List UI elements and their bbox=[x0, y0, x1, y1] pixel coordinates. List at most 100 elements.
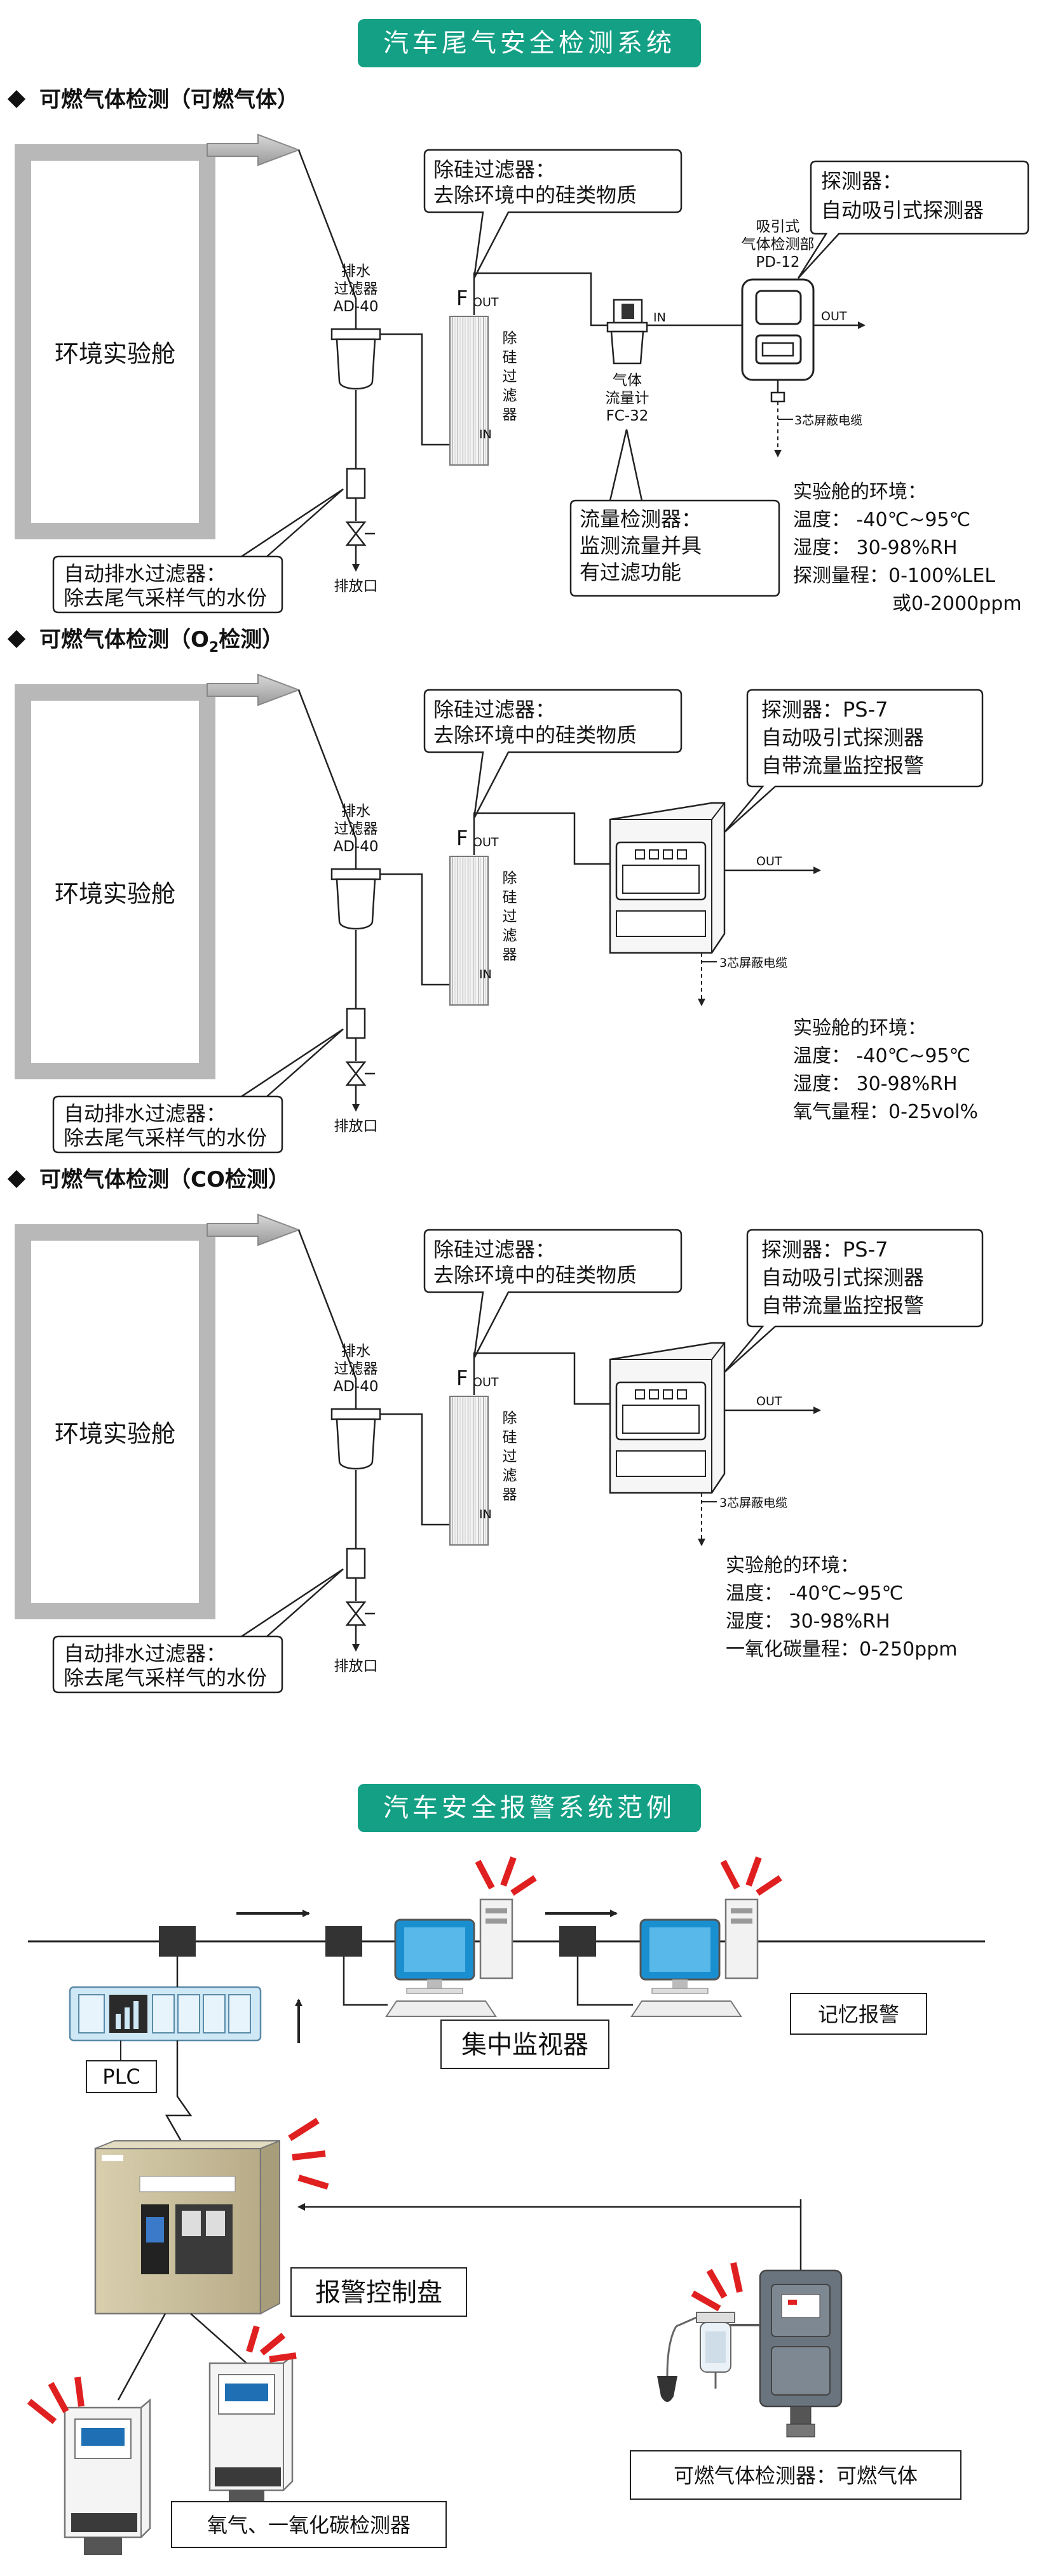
drain-filter-label-3: AD-40 bbox=[333, 299, 378, 315]
ps7-detector-icon bbox=[609, 802, 726, 954]
detector-callout-line-3: 自带流量监控报警 bbox=[761, 753, 924, 778]
si-filter-name-4: 滤 bbox=[503, 388, 517, 404]
si-filter: F OUT IN 除 硅 过 滤 器 bbox=[449, 286, 517, 466]
cable-label: 3芯屏蔽电缆 bbox=[719, 1496, 787, 1510]
si-filter-callout bbox=[423, 149, 683, 279]
drain-callout-line-2: 除去尾气采样气的水份 bbox=[64, 1126, 267, 1150]
network-node bbox=[325, 1926, 362, 1957]
chamber-label: 环境实验舱 bbox=[55, 340, 175, 368]
flow-callout bbox=[569, 429, 780, 597]
sample-pipe bbox=[297, 689, 357, 870]
network-node bbox=[559, 1926, 596, 1957]
detector-callout bbox=[724, 1229, 984, 1373]
detector-callout bbox=[724, 689, 984, 833]
flow-callout-line-1: 流量检测器： bbox=[580, 507, 702, 531]
env-line-3: 湿度： 30-98%RH bbox=[793, 1073, 958, 1095]
si-filter: F OUT IN 除 硅 过 滤 器 bbox=[449, 826, 517, 1006]
drain-valve-icon bbox=[345, 1061, 375, 1086]
section-o2: 可燃气体检测（O2检测） 环境实验舱 排水 过滤器 AD-40 排放口 自动排水… bbox=[7, 627, 984, 1154]
si-filter-name-3: 过 bbox=[503, 368, 517, 385]
alert-rays-icon bbox=[288, 2117, 329, 2190]
si-filter-name-2: 硅 bbox=[503, 349, 517, 366]
drain-outlet-label: 排放口 bbox=[334, 1658, 378, 1675]
env-line-4: 氧气量程：0-25vol% bbox=[793, 1101, 978, 1123]
plc-label-box bbox=[86, 2060, 157, 2093]
bottom-banner: 汽车安全报警系统范例 bbox=[358, 1784, 701, 1832]
drain-trap bbox=[346, 1008, 366, 1039]
flowmeter-icon bbox=[606, 299, 648, 365]
co-detector-unit-icon bbox=[208, 2354, 294, 2507]
detector-callout-line-2: 自动吸引式探测器 bbox=[821, 198, 984, 222]
bottom-banner-bg bbox=[358, 1784, 701, 1832]
drain-valve-icon bbox=[345, 1601, 375, 1626]
pipe-to-detector bbox=[473, 1352, 610, 1405]
control-panel-box bbox=[290, 2267, 467, 2317]
central-monitor-box bbox=[440, 2020, 609, 2069]
alarm-control-panel-icon bbox=[94, 2140, 280, 2315]
si-filter-name-3: 过 bbox=[503, 1448, 517, 1465]
si-filter-name-4: 滤 bbox=[503, 1467, 517, 1484]
chamber-label: 环境实验舱 bbox=[55, 1420, 175, 1448]
drain-callout-line-1: 自动排水过滤器： bbox=[64, 1642, 226, 1666]
chamber-label: 环境实验舱 bbox=[55, 880, 175, 908]
memory-alarm-link bbox=[576, 1957, 633, 2006]
memory-alarm-box bbox=[790, 1993, 927, 2035]
detector-callout-line-1: 探测器：PS-7 bbox=[761, 1237, 888, 1262]
plc-to-panel-link bbox=[165, 2040, 193, 2143]
combustible-detector-box bbox=[630, 2450, 961, 2500]
section-title: 可燃气体检测（CO检测） bbox=[39, 1167, 290, 1192]
exhaust-arrow-icon bbox=[207, 1213, 301, 1246]
env-line-3: 湿度： 30-98%RH bbox=[793, 537, 958, 559]
drain-filter-ad40: 排水 过滤器 AD-40 bbox=[330, 263, 381, 390]
alert-rays-icon bbox=[246, 2325, 297, 2363]
detector-callout-line-2: 自动吸引式探测器 bbox=[761, 1265, 924, 1290]
alert-rays-icon bbox=[691, 2262, 743, 2312]
bottom-banner-title: 汽车安全报警系统范例 bbox=[383, 1793, 676, 1823]
env-line-2: 温度： -40℃~95℃ bbox=[726, 1582, 903, 1605]
drain-filter-label-2: 过滤器 bbox=[334, 1361, 378, 1377]
alert-rays-icon bbox=[720, 1856, 782, 1896]
detector-callout-line-1: 探测器：PS-7 bbox=[761, 698, 888, 722]
si-callout-line-2: 去除环境中的硅类物质 bbox=[433, 183, 637, 207]
si-filter-name-1: 除 bbox=[503, 330, 517, 347]
si-filter-in: IN bbox=[479, 968, 492, 981]
plc-label: PLC bbox=[102, 2065, 140, 2089]
drain-valve-icon bbox=[345, 521, 375, 546]
drain-callout bbox=[52, 1028, 344, 1154]
drain-filter-label-3: AD-40 bbox=[333, 839, 378, 855]
test-chamber bbox=[15, 684, 215, 1079]
central-monitor-pc-icon bbox=[385, 1898, 513, 2017]
drain-filter-label-1: 排水 bbox=[341, 1343, 370, 1359]
drain-callout bbox=[52, 488, 344, 614]
co-detector-link bbox=[190, 2313, 247, 2364]
si-callout-line-1: 除硅过滤器： bbox=[433, 1237, 555, 1262]
env-line-4: 探测量程：0-100%LEL bbox=[793, 565, 995, 587]
si-filter-name-2: 硅 bbox=[503, 1429, 517, 1446]
drain-callout-line-2: 除去尾气采样气的水份 bbox=[64, 586, 267, 610]
si-filter-name-1: 除 bbox=[503, 1410, 517, 1427]
detector-label-1: 吸引式 bbox=[756, 219, 800, 235]
memory-alarm-label: 记忆报警 bbox=[818, 2002, 899, 2026]
drain-trap bbox=[346, 468, 366, 499]
top-banner-bg bbox=[358, 19, 701, 67]
si-filter-name-5: 器 bbox=[503, 947, 517, 963]
si-filter-name-5: 器 bbox=[503, 407, 517, 423]
si-filter-in: IN bbox=[479, 428, 492, 442]
si-filter-name-1: 除 bbox=[503, 870, 517, 887]
o2-detector-link bbox=[117, 2313, 166, 2401]
cable-label: 3芯屏蔽电缆 bbox=[719, 956, 787, 970]
si-filter-f: F bbox=[456, 286, 468, 310]
pipe-to-si-filter bbox=[380, 333, 450, 446]
detector-callout-line-3: 自带流量监控报警 bbox=[761, 1293, 924, 1318]
si-callout-line-1: 除硅过滤器： bbox=[433, 698, 555, 722]
test-chamber bbox=[15, 1224, 215, 1619]
section-bullet bbox=[7, 1170, 26, 1189]
si-filter-name-5: 器 bbox=[503, 1487, 517, 1503]
pipe-to-si-filter bbox=[380, 1413, 450, 1526]
detector-out-label: OUT bbox=[756, 854, 782, 868]
flowmeter-in-label: IN bbox=[653, 311, 666, 325]
si-filter: F OUT IN 除 硅 过 滤 器 bbox=[449, 1366, 517, 1546]
top-banner: 汽车尾气安全检测系统 bbox=[358, 19, 701, 67]
si-filter-out: OUT bbox=[473, 835, 499, 849]
